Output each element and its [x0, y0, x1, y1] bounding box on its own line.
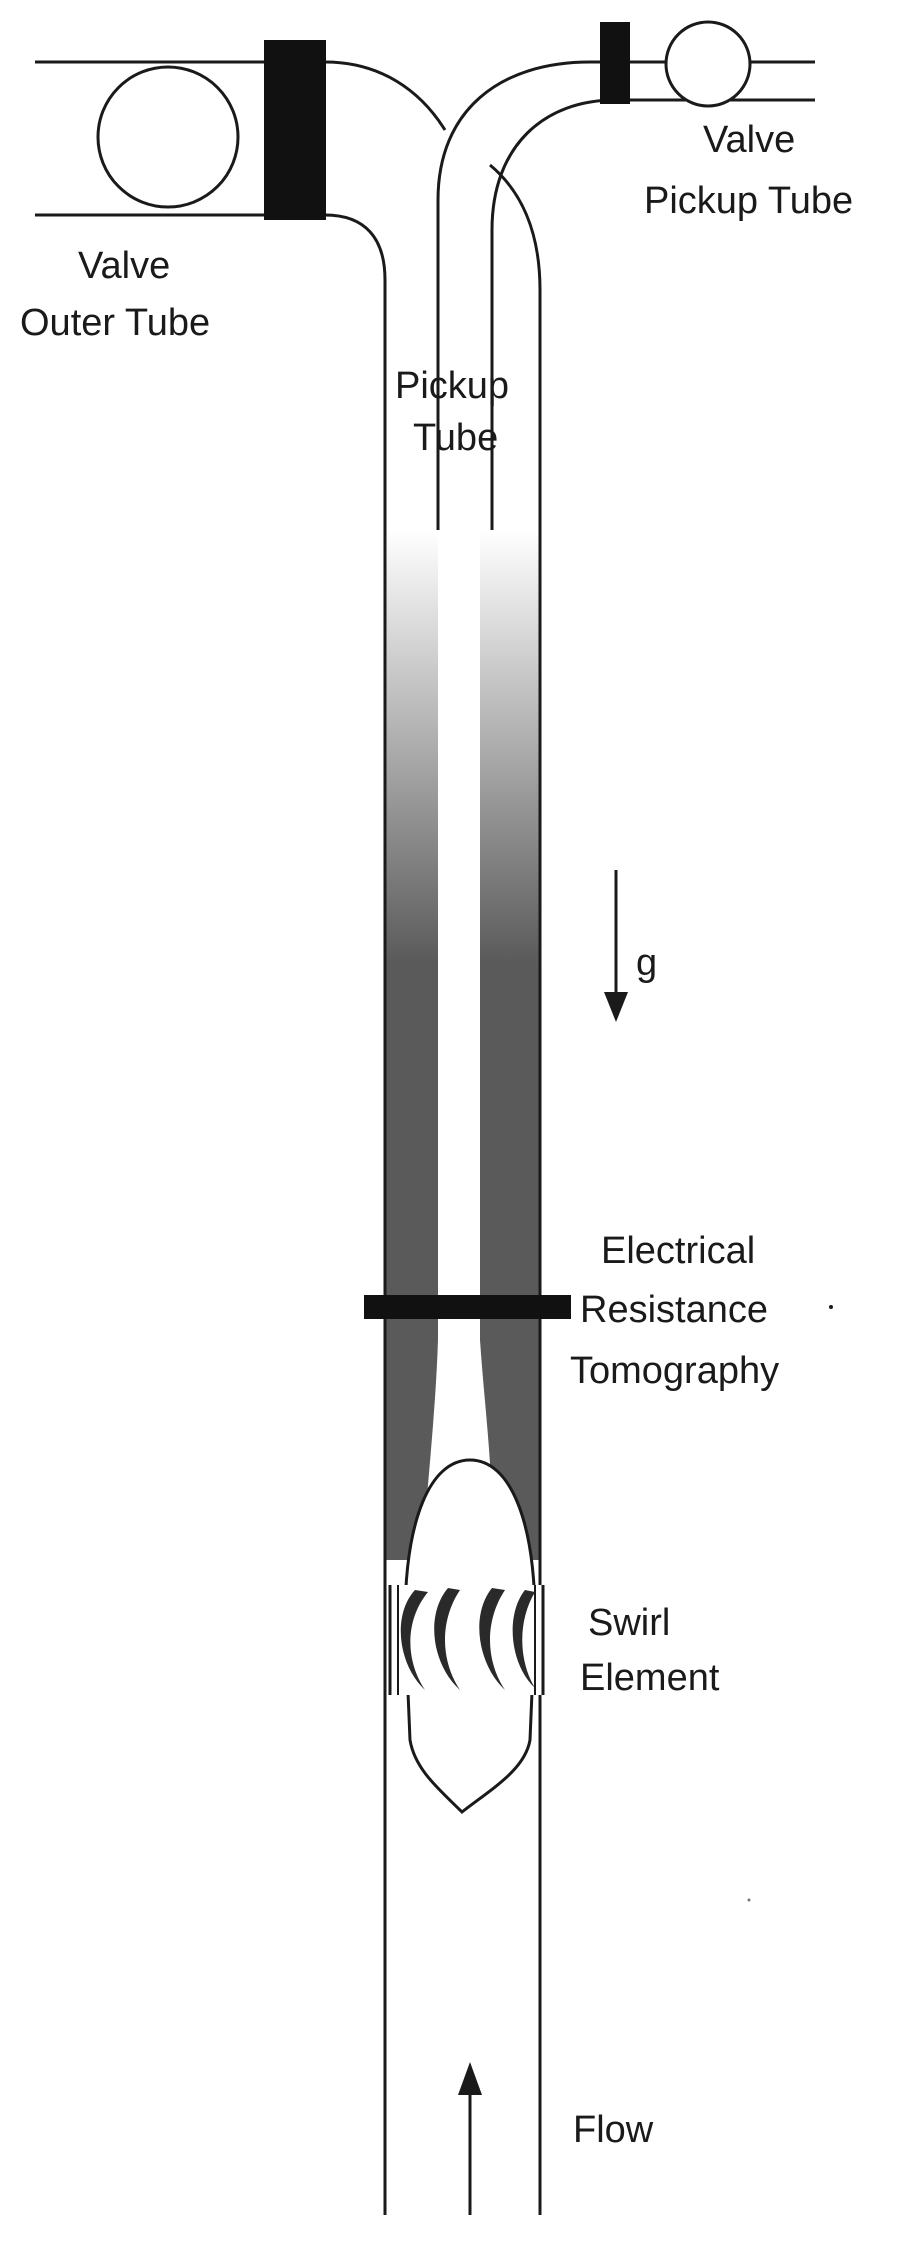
separated-phase-core [385, 530, 540, 1560]
swirl-element-vanes [388, 1585, 545, 1695]
gravity-label: g [636, 942, 657, 984]
pickup-tube-label-line1: Pickup [395, 365, 509, 407]
pickup-tube-label-line2: Tube [413, 417, 498, 459]
swirl-element-label-line2: Element [580, 1657, 720, 1699]
valve-outer-tube-label-line1: Valve [78, 245, 170, 287]
valve-outer-tube-block [264, 40, 326, 220]
valve-pickup-tube-circle[interactable] [664, 20, 752, 108]
gravity-arrow [604, 870, 628, 1022]
valve-pickup-tube-block [600, 22, 630, 104]
outer-tube-top-arc [35, 60, 447, 131]
swirl-element-label-line1: Swirl [588, 1602, 670, 1644]
flow-arrow [458, 2062, 482, 2215]
valve-pickup-tube-label-line2: Pickup Tube [644, 180, 853, 222]
valve-outer-tube-label-line2: Outer Tube [20, 302, 210, 344]
ert-sensor-bar [364, 1295, 571, 1319]
valve-pickup-tube-label-line1: Valve [703, 119, 795, 161]
ert-label-line2: Resistance [580, 1289, 768, 1331]
pickup-tube-left-wall [436, 60, 815, 530]
ert-label-line3: Tomography [570, 1350, 779, 1392]
ert-label-line1: Electrical [601, 1230, 755, 1272]
pickup-tube-right-wall [490, 98, 815, 530]
outer-tube-left-wall [35, 213, 387, 2215]
flow-label: Flow [573, 2109, 654, 2151]
valve-outer-tube-circle[interactable] [96, 65, 240, 209]
